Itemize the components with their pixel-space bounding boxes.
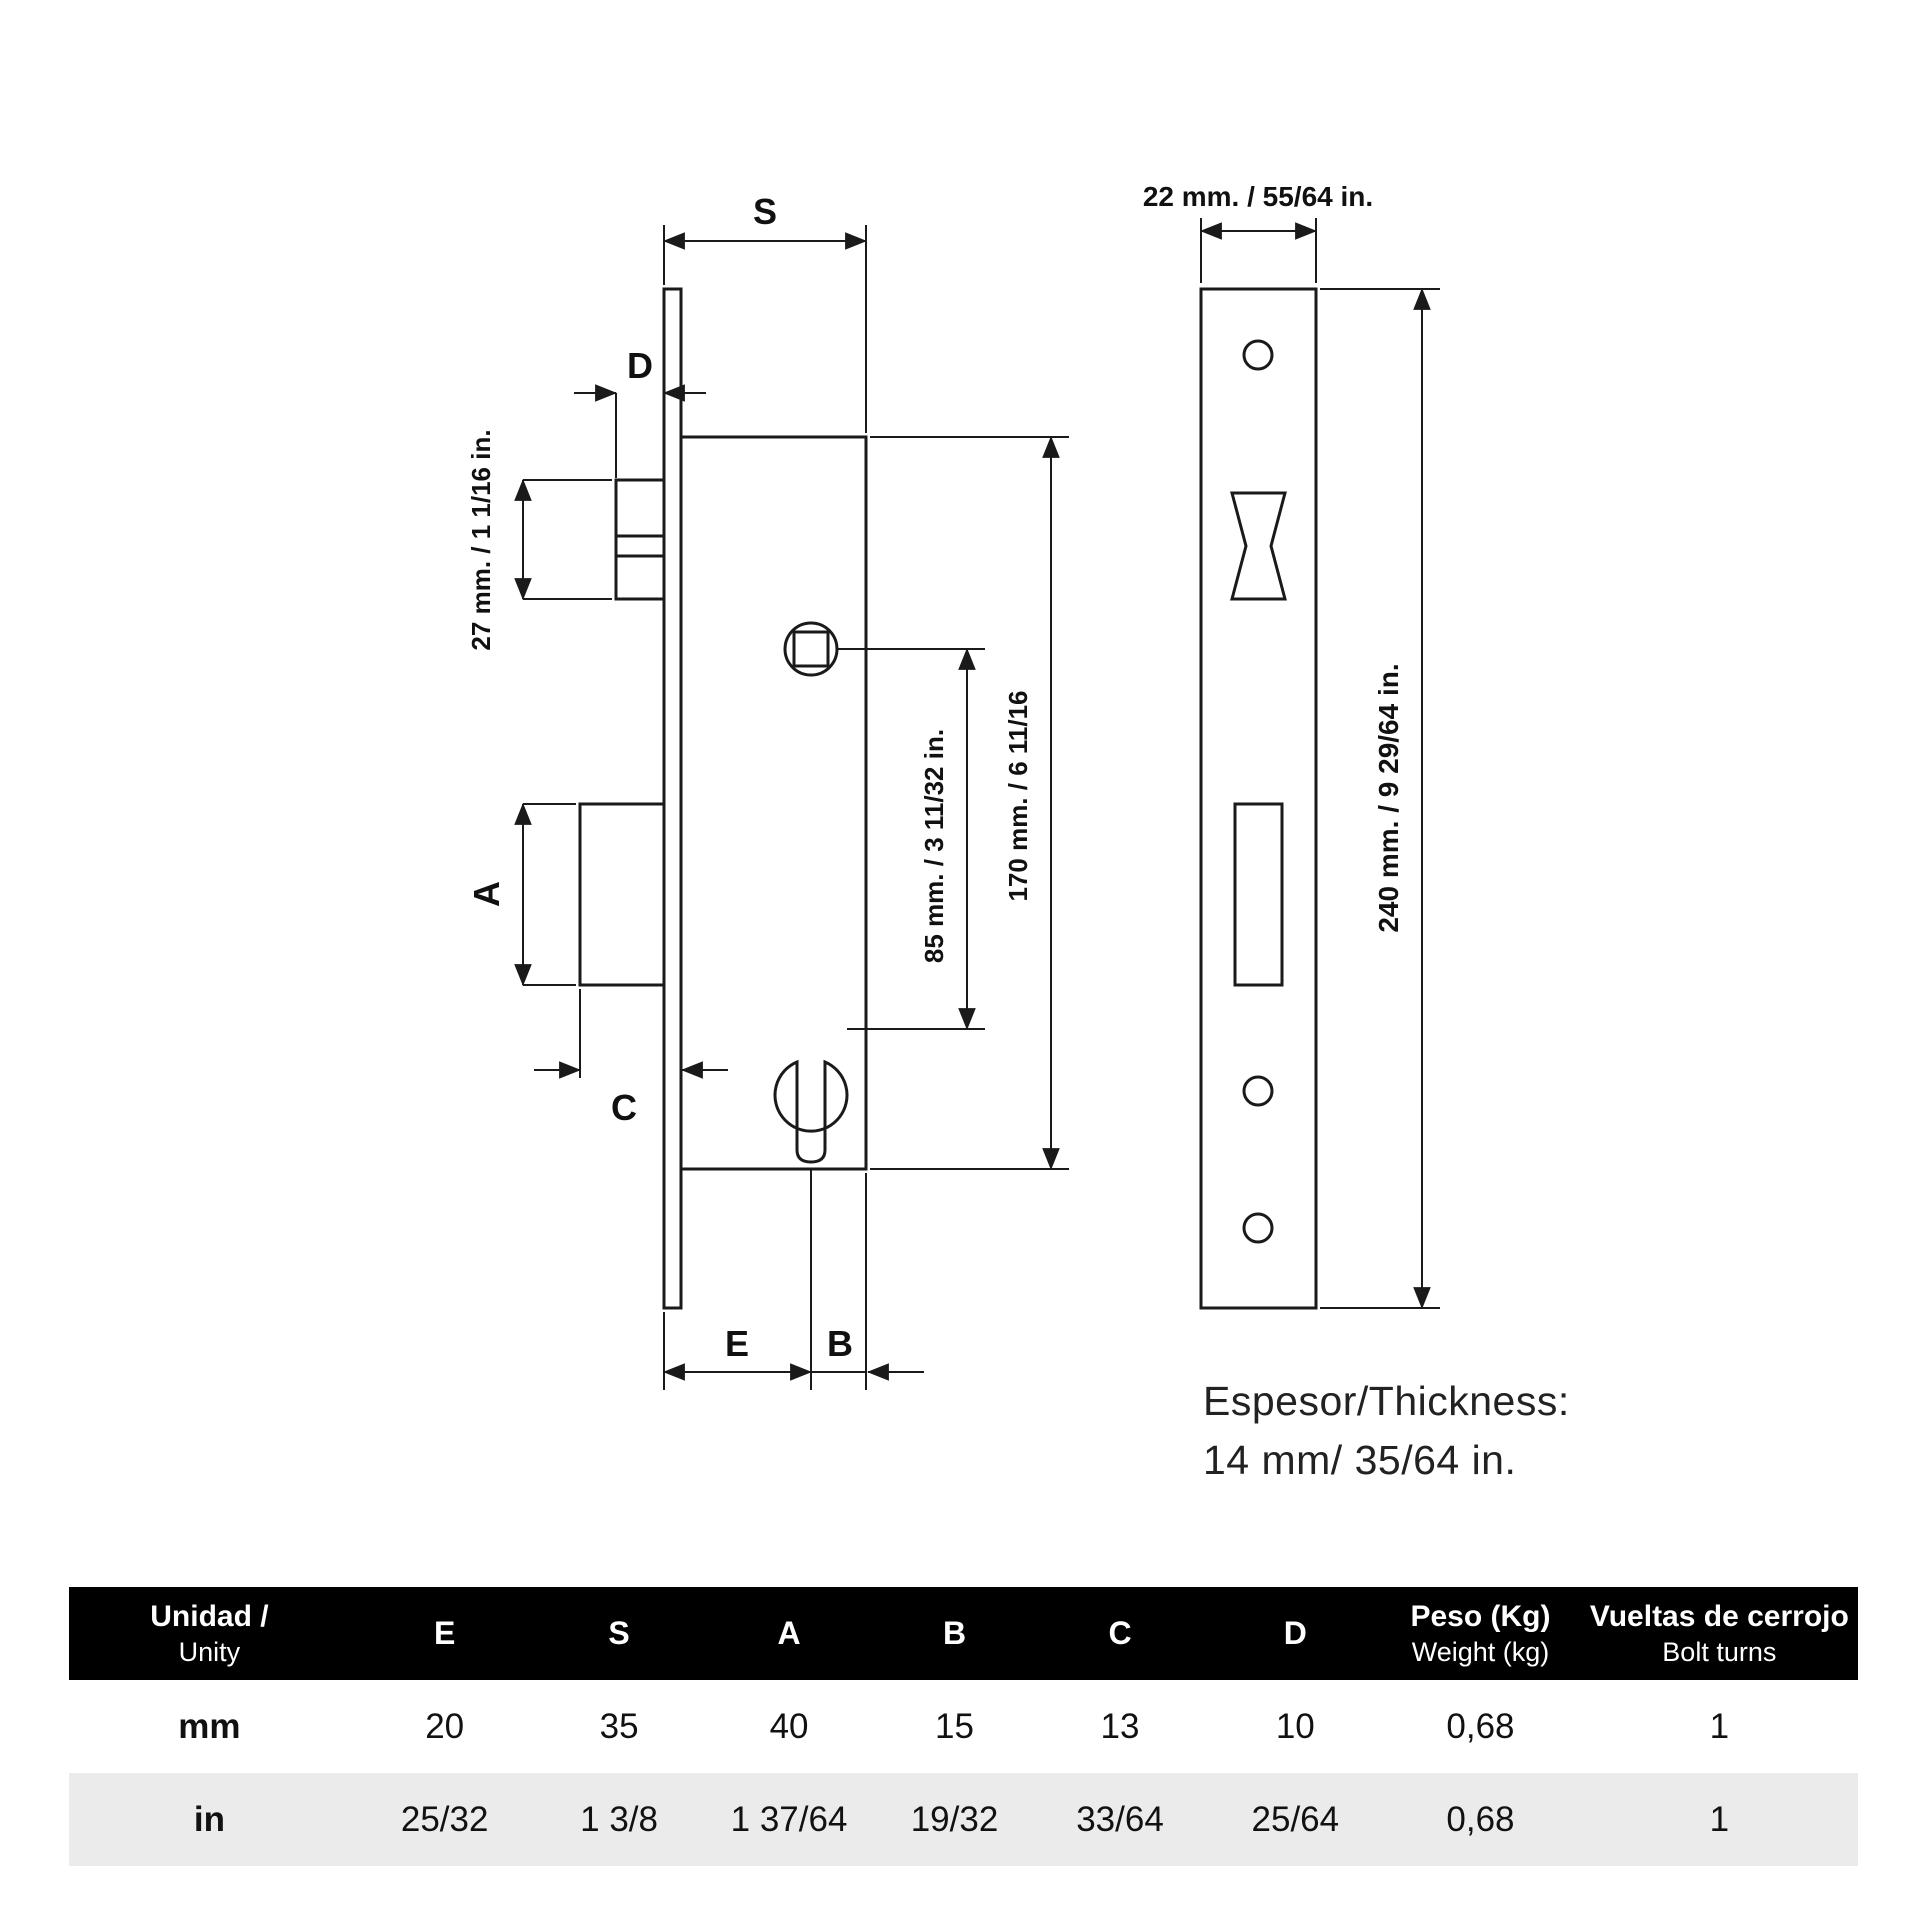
thickness-line2: 14 mm/ 35/64 in. — [1203, 1437, 1517, 1484]
header-bolt-es: Vueltas de cerrojo — [1589, 1599, 1849, 1633]
latch-cutout — [1230, 491, 1287, 601]
cell-in-s: 1 3/8 — [580, 1799, 659, 1839]
cell-in-a: 1 37/64 — [730, 1799, 848, 1839]
header-col-s: S — [608, 1615, 630, 1651]
header-unit-en: Unity — [178, 1636, 241, 1667]
cell-mm-bolt: 1 — [1709, 1706, 1730, 1746]
cell-in-e: 25/32 — [400, 1799, 489, 1839]
cell-in-d: 25/64 — [1251, 1799, 1340, 1839]
screw-hole-bottom — [1242, 1212, 1274, 1244]
header-weight: Peso (Kg) Weight (kg) — [1380, 1587, 1580, 1680]
header-unit-es: Unidad / — [150, 1599, 269, 1633]
dim-label-170mm: 170 mm. / 6 11/16 — [1003, 690, 1033, 901]
cell-in-weight: 0,68 — [1446, 1799, 1515, 1839]
dim-label-85mm: 85 mm. / 3 11/32 in. — [919, 729, 949, 963]
faceplate-side — [662, 287, 683, 1310]
faceplate-front — [1199, 287, 1318, 1310]
dim-label-b: B — [827, 1323, 853, 1364]
cell-in-unit: in — [193, 1799, 225, 1839]
screw-hole-top — [1242, 339, 1274, 371]
cell-mm-d: 10 — [1275, 1706, 1315, 1746]
cell-mm-unit: mm — [178, 1706, 241, 1746]
lock-body — [679, 435, 868, 1171]
cell-mm-weight: 0,68 — [1446, 1706, 1515, 1746]
cell-mm-s: 35 — [599, 1706, 639, 1746]
thickness-line1: Espesor/Thickness: — [1203, 1378, 1570, 1424]
cell-mm-e: 20 — [425, 1706, 465, 1746]
spindle-square — [792, 630, 830, 668]
header-bolt-turns: Vueltas de cerrojo Bolt turns — [1581, 1587, 1858, 1680]
dim-label-s: S — [753, 191, 777, 232]
thickness-note: Espesor/Thickness: 14 mm/ 35/64 in. — [1203, 1372, 1570, 1491]
header-unit: Unidad / Unity — [69, 1587, 350, 1680]
screw-hole-middle — [1242, 1075, 1274, 1107]
dim-label-c: C — [611, 1087, 637, 1128]
cylinder-hole — [773, 1059, 849, 1164]
spec-table: Unidad / Unity E S A B C D Peso (Kg) Wei… — [69, 1587, 1858, 1866]
table-row-in: in 25/32 1 3/8 1 37/64 19/32 33/64 25/64… — [69, 1773, 1858, 1866]
deadbolt-cutout — [1233, 802, 1284, 987]
faceplate-front-view: 22 mm. / 55/64 in. 240 mm. / 9 29/64 in. — [1143, 181, 1440, 1310]
cell-mm-c: 13 — [1100, 1706, 1140, 1746]
technical-drawing-svg: S D 27 mm. / 1 1/16 in. A C — [466, 181, 1440, 1390]
header-col-b: B — [942, 1615, 967, 1651]
table-header-row: Unidad / Unity E S A B C D Peso (Kg) Wei… — [69, 1587, 1858, 1680]
header-col-c: C — [1108, 1615, 1132, 1651]
cell-in-b: 19/32 — [910, 1799, 999, 1839]
header-weight-en: Weight (kg) — [1411, 1636, 1550, 1667]
header-weight-es: Peso (Kg) — [1410, 1599, 1551, 1633]
dim-label-240mm: 240 mm. / 9 29/64 in. — [1373, 663, 1404, 932]
header-bolt-en: Bolt turns — [1662, 1636, 1777, 1667]
cell-mm-b: 15 — [935, 1706, 974, 1746]
dim-label-d: D — [627, 345, 653, 386]
cell-mm-a: 40 — [769, 1706, 809, 1746]
cell-in-bolt: 1 — [1709, 1799, 1730, 1839]
cell-in-c: 33/64 — [1076, 1799, 1164, 1839]
header-col-d: D — [1283, 1615, 1307, 1651]
header-col-a: A — [777, 1615, 801, 1651]
dim-label-e: E — [725, 1323, 749, 1364]
dim-label-27mm: 27 mm. / 1 1/16 in. — [466, 429, 496, 650]
lock-side-view: S D 27 mm. / 1 1/16 in. A C — [466, 191, 1069, 1390]
header-col-e: E — [434, 1615, 456, 1651]
dim-label-a: A — [466, 881, 507, 907]
dim-label-22mm: 22 mm. / 55/64 in. — [1143, 181, 1373, 212]
table-row-mm: mm 20 35 40 15 13 10 0,68 1 — [69, 1680, 1858, 1773]
